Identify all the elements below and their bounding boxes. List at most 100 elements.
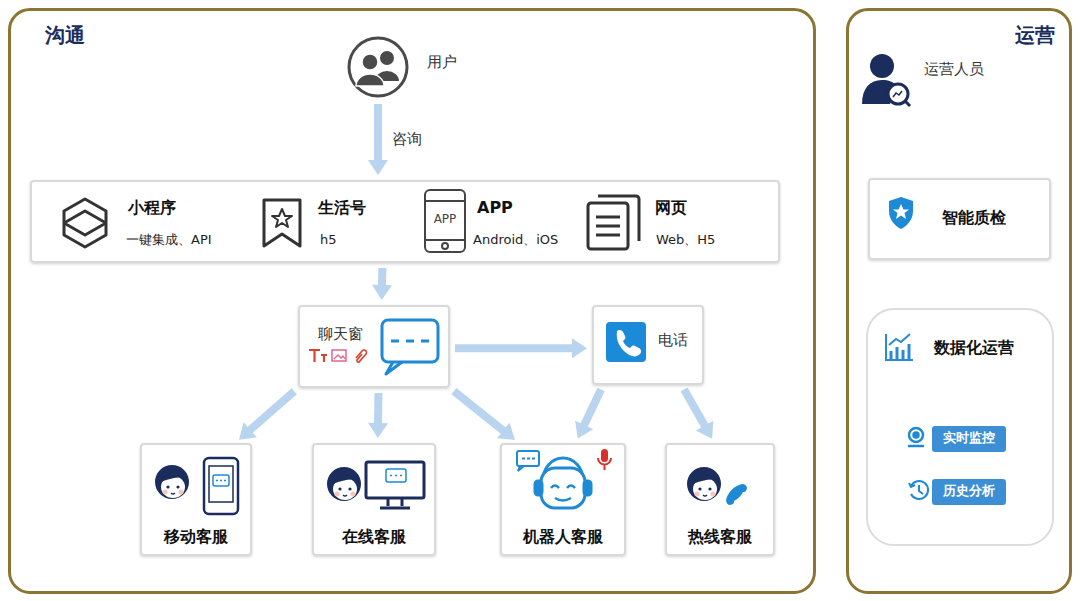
mobile-agent-icon xyxy=(155,458,238,514)
mobile-agent-icon-part xyxy=(209,466,233,502)
history-icon xyxy=(909,481,928,499)
arrow-shaft xyxy=(374,104,382,162)
robot-icon-part xyxy=(555,498,571,501)
online-agent-icon-part xyxy=(380,498,410,508)
format-icons-part xyxy=(334,355,345,359)
miniprogram-icon xyxy=(64,199,106,247)
node-text: 在线客服 xyxy=(314,527,434,546)
process-box: 在线客服 xyxy=(312,443,436,556)
format-icons-part xyxy=(332,350,346,361)
user-icon-part xyxy=(349,38,407,96)
node-text: APP xyxy=(477,198,513,217)
process-box: 移动客服 xyxy=(140,443,252,556)
flow-arrow xyxy=(372,268,392,300)
node-text: 历史分析 xyxy=(932,483,1006,499)
history-icon-part xyxy=(919,485,923,494)
chat-bubble-icon-part xyxy=(391,340,429,343)
hotline-agent-icon-part xyxy=(687,467,721,501)
node-text: 智能质检 xyxy=(942,208,1006,227)
node-text: 用户 xyxy=(427,53,457,71)
flow-arrow xyxy=(368,104,388,175)
app-phone-icon-part xyxy=(425,190,465,252)
node-text: Android、iOS xyxy=(473,232,558,248)
arrow-head xyxy=(372,285,392,300)
lifeaccount-icon xyxy=(264,200,300,246)
arrow-head xyxy=(696,421,713,439)
phone-icon-part xyxy=(606,322,646,362)
app-phone-icon-part xyxy=(425,239,465,241)
node-text: 实时监控 xyxy=(932,430,1006,446)
node-text: 一键集成、API xyxy=(126,232,212,248)
format-icons-part xyxy=(356,350,367,362)
process-box: 热线客服 xyxy=(665,443,775,556)
robot-icon-part xyxy=(535,481,542,495)
arrow-shaft xyxy=(249,391,294,431)
hotline-agent-icon-part xyxy=(726,484,747,505)
flow-arrow xyxy=(454,391,515,440)
process-box: 智能质检 xyxy=(868,178,1051,260)
phone-icon-part xyxy=(617,330,641,356)
robot-icon-part xyxy=(518,459,535,472)
app-phone-icon-part xyxy=(442,243,448,249)
mobile-agent-icon-part xyxy=(216,480,226,482)
icon-label: APP xyxy=(425,212,465,226)
arrow-head xyxy=(368,423,388,438)
webpage-icon xyxy=(588,196,639,249)
node-text: Web、H5 xyxy=(656,232,715,248)
app-phone-icon-part xyxy=(425,200,465,202)
node-text: 机器人客服 xyxy=(502,527,624,546)
arrow-shaft xyxy=(454,391,505,432)
robot-icon-part xyxy=(598,458,611,470)
monitor-eye-icon-part xyxy=(909,428,923,442)
online-agent-icon-part xyxy=(390,475,402,477)
flow-arrow xyxy=(455,338,587,358)
user-icon xyxy=(349,38,407,96)
robot-icon xyxy=(517,449,611,508)
group-panel: 运营运营人员智能质检数据化运营实时监控历史分析 xyxy=(846,8,1072,594)
chat-bubble-icon-part xyxy=(386,362,402,374)
button-box: 实时监控 xyxy=(932,426,1006,452)
online-agent-icon-part xyxy=(386,469,406,482)
group-panel: 沟通用户小程序一键集成、API生活号h5APPAndroid、iOS网页Web、… xyxy=(8,8,816,594)
button-box: 历史分析 xyxy=(932,479,1006,505)
robot-icon-part xyxy=(551,486,575,489)
chart-icon-part xyxy=(886,334,913,360)
mobile-agent-icon-part xyxy=(213,475,229,486)
webpage-icon-part xyxy=(596,217,620,235)
node-text: 电话 xyxy=(658,331,688,349)
miniprogram-icon-part xyxy=(64,199,106,247)
mobile-agent-icon-part xyxy=(204,458,238,514)
user-icon-part xyxy=(362,54,378,70)
icon-node: 网页Web、H5 xyxy=(583,186,743,256)
mobile-agent-icon-part xyxy=(155,465,189,499)
arrow-shaft xyxy=(583,390,601,427)
icon-node: 小程序一键集成、API xyxy=(48,186,226,256)
app-phone-icon xyxy=(425,190,465,252)
arrow-shaft xyxy=(378,268,386,287)
user-icon-part xyxy=(356,74,384,86)
operator-icon xyxy=(862,54,910,106)
node-text: h5 xyxy=(320,232,337,248)
process-box: 电话 xyxy=(592,305,704,385)
format-icons-part xyxy=(309,350,327,362)
operator-icon-part xyxy=(870,54,894,78)
node-text: 沟通 xyxy=(45,23,85,47)
operator-icon-part xyxy=(905,101,910,106)
chat-bubble-icon xyxy=(382,320,438,374)
history-icon-part xyxy=(911,481,928,499)
chat-bubble-icon-part xyxy=(382,320,438,362)
miniprogram-icon-part xyxy=(64,211,106,235)
arrow-head xyxy=(575,421,593,439)
lifeaccount-icon-part xyxy=(272,209,292,227)
chart-icon-part xyxy=(889,334,910,345)
chart-icon xyxy=(886,334,913,360)
phone-icon xyxy=(606,322,646,362)
process-box: 小程序一键集成、API生活号h5APPAndroid、iOS网页Web、H5 xyxy=(30,180,780,263)
flow-arrow xyxy=(368,393,388,438)
arrow-shaft xyxy=(455,344,574,352)
robot-icon-part xyxy=(584,481,591,495)
node-text: 运营人员 xyxy=(924,60,984,78)
icon-node: 用户 xyxy=(345,35,495,99)
icon-node: 运营人员 xyxy=(858,48,1018,112)
